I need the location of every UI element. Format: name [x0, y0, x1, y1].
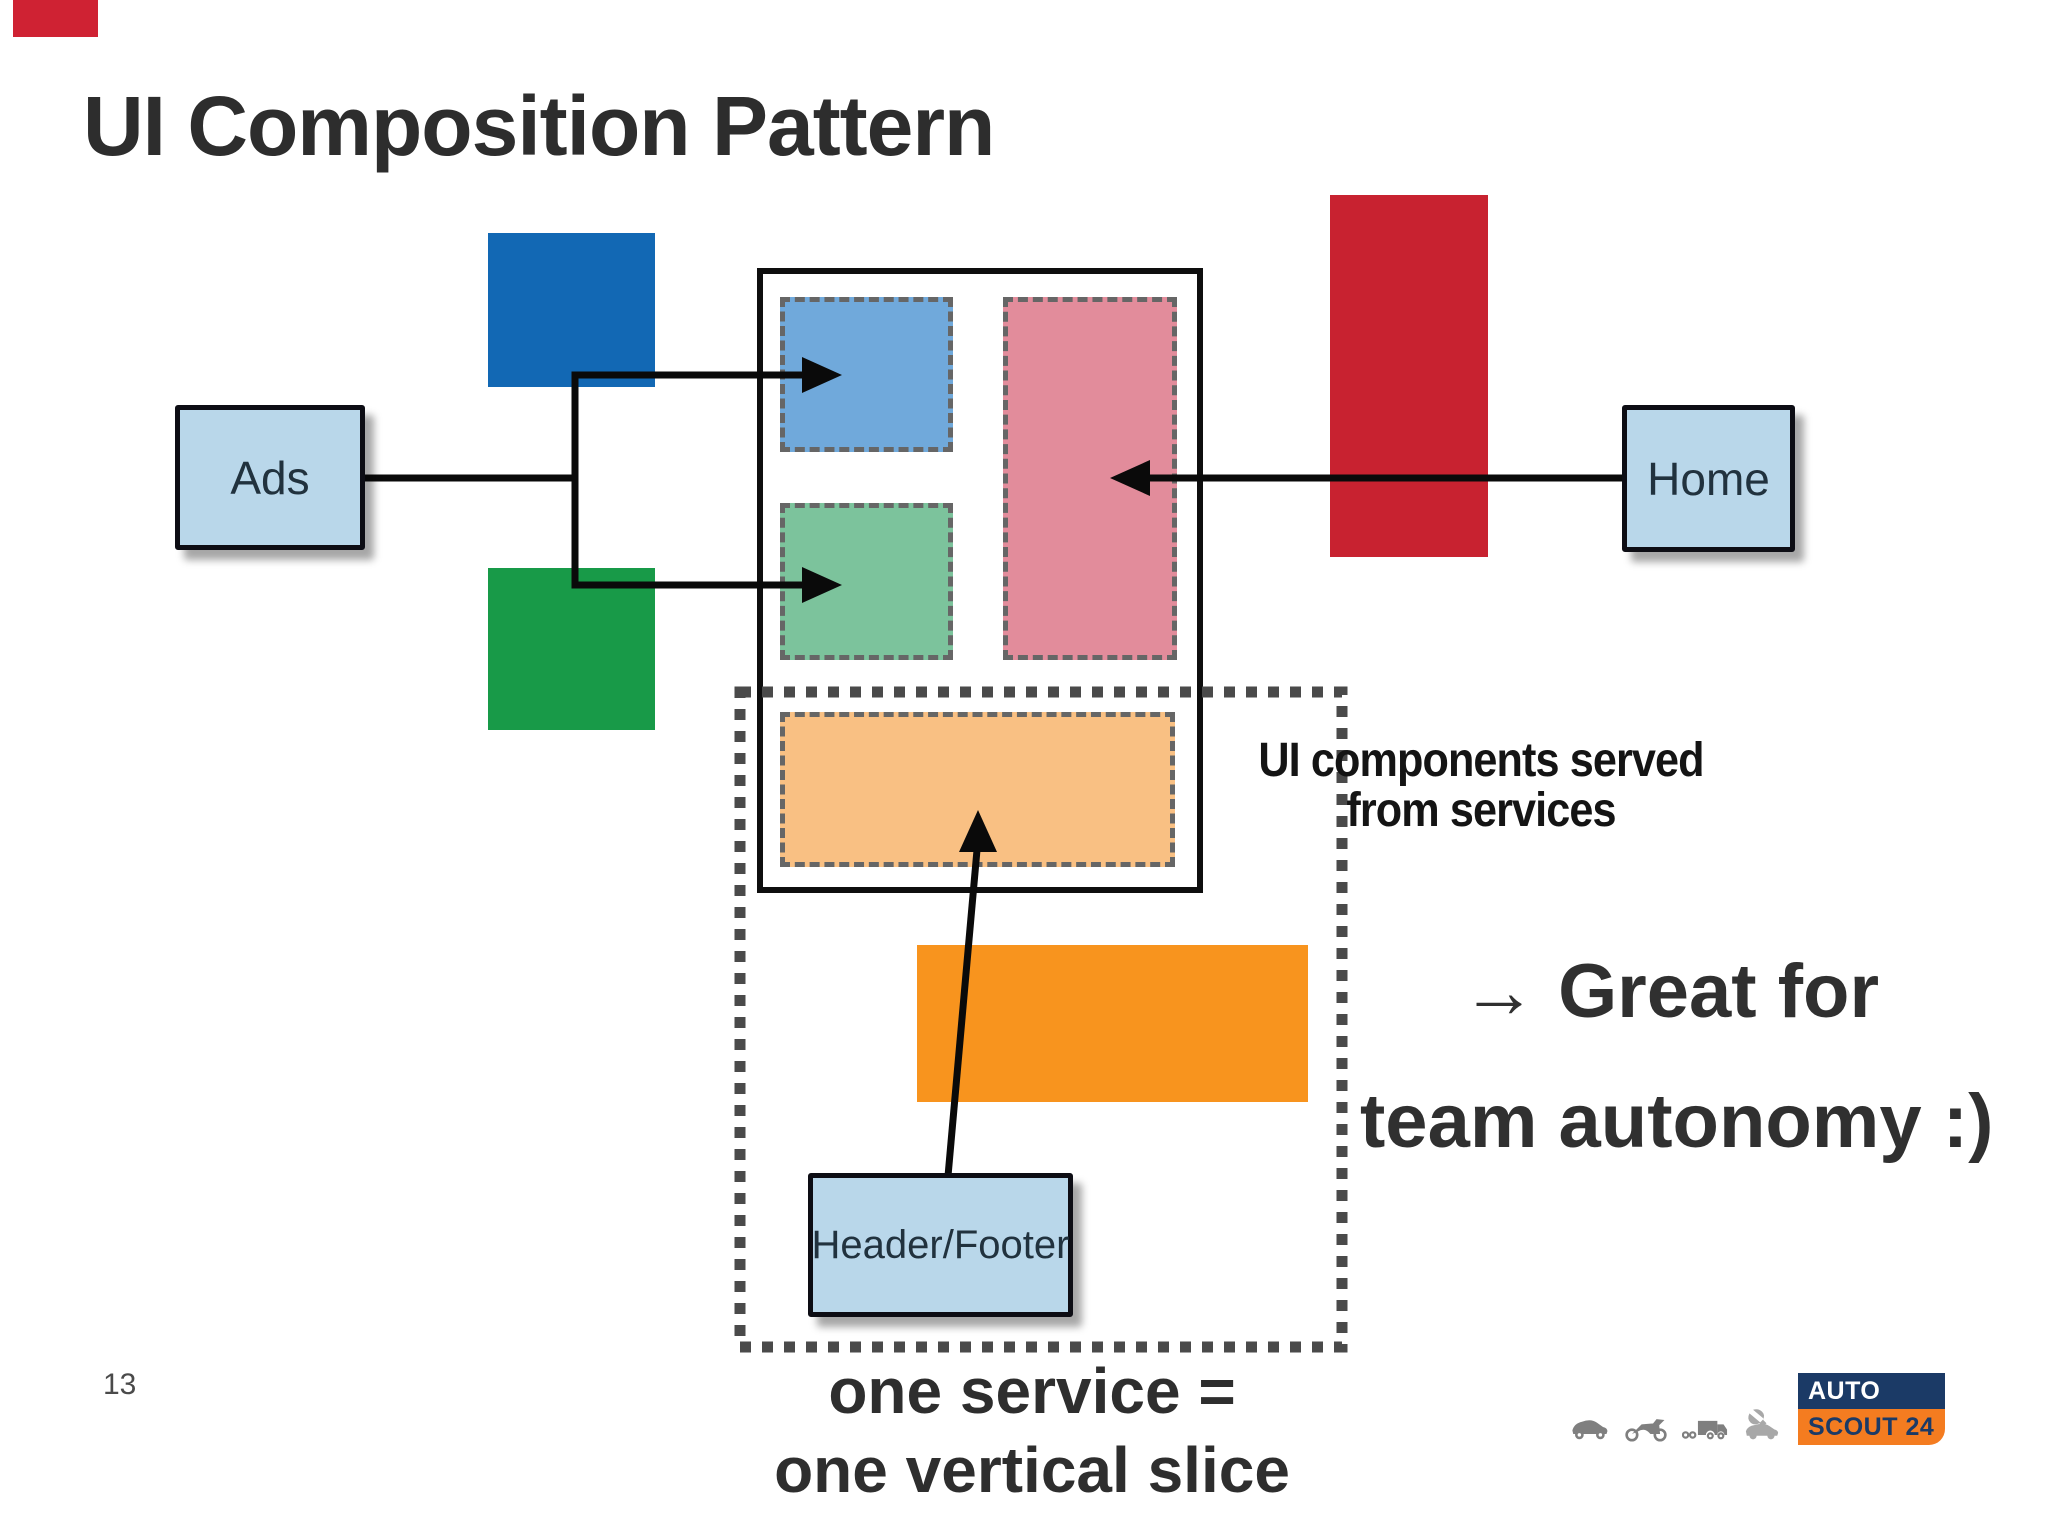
vertical-slice-caption-line2: one vertical slice: [774, 1434, 1290, 1507]
car-repair-icon: [1742, 1408, 1782, 1442]
slide-title: UI Composition Pattern: [83, 79, 995, 173]
car-icon: [1568, 1412, 1610, 1442]
ui-components-caption-line2: from services: [1346, 784, 1616, 838]
blue-service-square: [488, 233, 655, 387]
ads-connector-line: [358, 371, 810, 589]
header-footer-service-label: Header/Footer: [811, 1222, 1070, 1267]
page-number: 13: [103, 1368, 137, 1401]
ads-service-box: Ads: [175, 405, 365, 550]
takeaway-line2: team autonomy :): [1360, 1079, 1994, 1164]
red-service-bar: [1330, 195, 1488, 557]
truck-icon: [1682, 1412, 1728, 1442]
vehicle-icon-strip: [1568, 1408, 1782, 1442]
takeaway-line1: → Great for: [1460, 949, 1880, 1034]
home-service-box: Home: [1622, 405, 1795, 552]
logo-scout24-row: SCOUT 24: [1798, 1409, 1945, 1445]
orange-service-bar: [917, 945, 1308, 1102]
motorcycle-icon: [1624, 1412, 1668, 1442]
green-service-square: [488, 568, 655, 730]
ads-service-label: Ads: [230, 451, 310, 504]
logo-auto-row: AUTO: [1798, 1373, 1945, 1409]
ui-components-caption: UI components served from services: [1256, 734, 1706, 838]
blue-ui-component: [780, 297, 953, 452]
header-footer-service-box: Header/Footer: [808, 1173, 1073, 1317]
vertical-slice-caption: one service = one vertical slice: [732, 1352, 1332, 1511]
autoscout24-logo: AUTO SCOUT 24: [1798, 1373, 1945, 1445]
pink-ui-component: [1003, 297, 1177, 660]
ui-components-caption-line1: UI components served: [1258, 734, 1704, 787]
green-ui-component: [780, 503, 953, 660]
orange-ui-component: [780, 712, 1175, 867]
video-progress-marker: [13, 0, 98, 37]
home-service-label: Home: [1647, 452, 1770, 505]
takeaway-caption: → Great for team autonomy :): [1360, 948, 1994, 1165]
vertical-slice-caption-line1: one service =: [828, 1355, 1236, 1427]
